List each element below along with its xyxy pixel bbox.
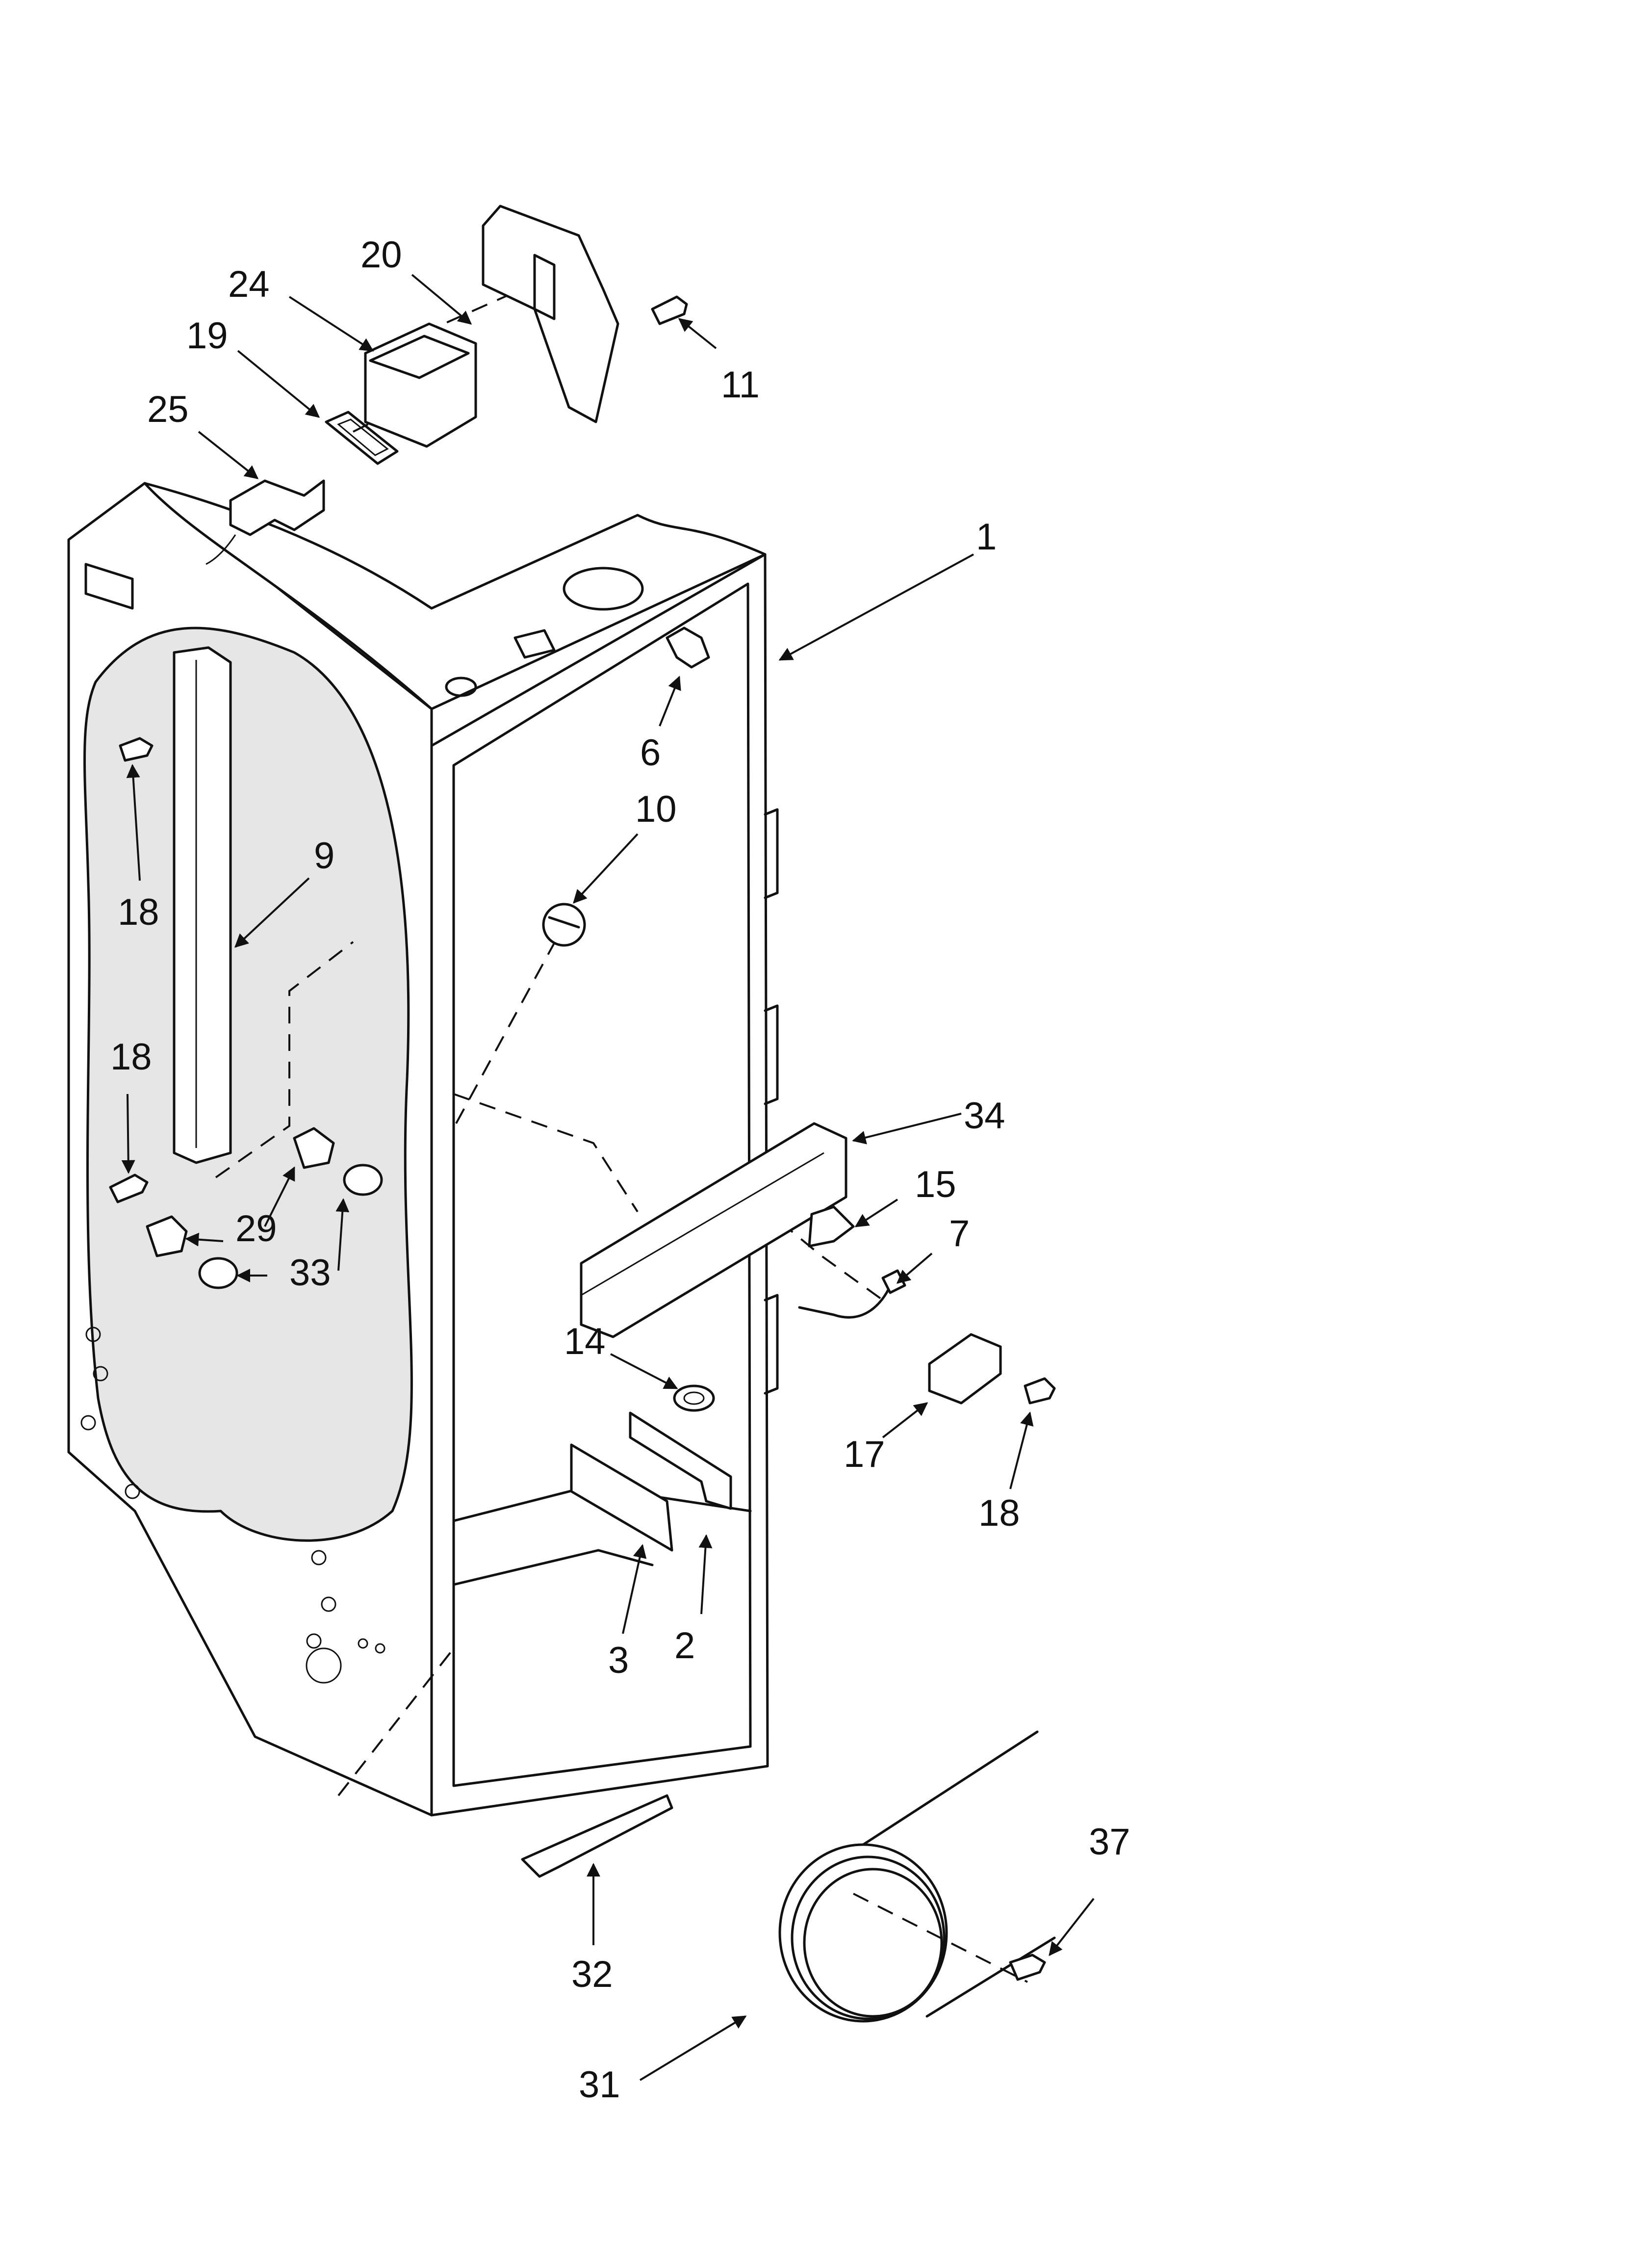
callout-11: 11 <box>721 364 760 406</box>
bulb-b <box>198 1257 238 1289</box>
grommet <box>673 1384 715 1412</box>
callout-15: 15 <box>915 1164 956 1205</box>
screw-18a <box>119 737 154 762</box>
callout-37: 37 <box>1089 1821 1130 1863</box>
bracket <box>808 1205 855 1248</box>
callout-33: 33 <box>289 1252 331 1294</box>
screw-18b <box>109 1173 149 1203</box>
callout-32: 32 <box>571 1954 613 1995</box>
screw-11 <box>651 295 688 325</box>
bulb-a <box>343 1164 383 1196</box>
switch <box>666 626 710 669</box>
bracket-3 <box>570 1443 673 1552</box>
parts <box>109 205 1056 2023</box>
leaders <box>121 274 1095 2081</box>
callout-2: 2 <box>674 1625 695 1667</box>
light-cover <box>580 1122 847 1338</box>
callout-18-right: 18 <box>978 1492 1020 1534</box>
callout-34: 34 <box>964 1095 1005 1137</box>
callout-24: 24 <box>228 263 270 305</box>
callout-29: 29 <box>235 1208 277 1250</box>
callout-17: 17 <box>844 1434 885 1475</box>
light-switch <box>928 1333 1002 1405</box>
air-duct <box>364 322 477 448</box>
callout-7: 7 <box>949 1213 970 1254</box>
cabinet-liner <box>67 482 779 1817</box>
wire-harness <box>798 1279 894 1319</box>
gasket <box>325 411 399 465</box>
callout-31: 31 <box>579 2064 620 2106</box>
control-housing <box>482 205 619 423</box>
bracket-2 <box>629 1411 732 1510</box>
light-socket-a <box>293 1127 335 1169</box>
callout-6: 6 <box>640 732 661 774</box>
callout-labels: 1 2 3 6 7 9 10 11 14 15 17 18 18 18 19 2… <box>110 234 1130 2106</box>
shelf-track <box>173 646 232 1164</box>
callout-14: 14 <box>564 1321 606 1362</box>
screw-37 <box>1009 1954 1046 1981</box>
callout-10: 10 <box>635 788 677 830</box>
callout-9: 9 <box>314 835 334 877</box>
callout-1: 1 <box>976 516 997 558</box>
callout-18-upper: 18 <box>118 891 159 933</box>
thermostat-knob <box>542 903 586 947</box>
callout-18-lower: 18 <box>110 1036 152 1078</box>
callout-25: 25 <box>147 389 189 430</box>
callout-19: 19 <box>186 315 228 357</box>
cable-tie <box>521 1794 673 1878</box>
callout-20: 20 <box>360 234 402 276</box>
callout-3: 3 <box>608 1640 629 1681</box>
light-socket-b <box>146 1215 188 1257</box>
damper <box>229 479 325 536</box>
screw-18c <box>1024 1377 1056 1405</box>
